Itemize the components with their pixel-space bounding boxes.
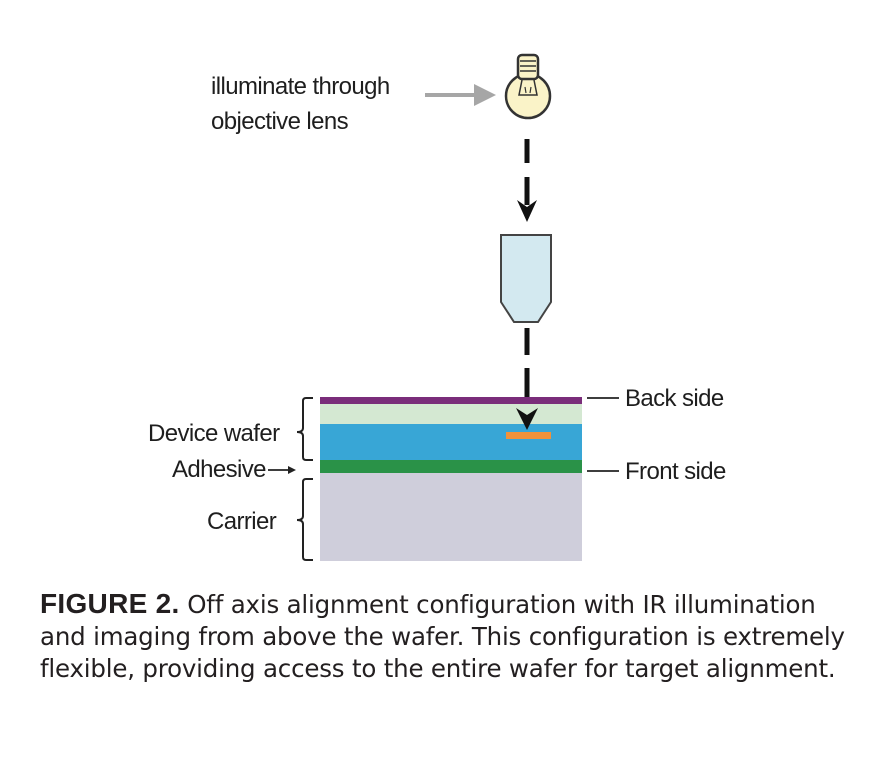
device-wafer-label: Device wafer: [148, 420, 280, 447]
carrier-layer: [320, 473, 582, 561]
light-path-arrow-upper: [517, 139, 537, 222]
caption-text: Off axis alignment configuration with IR…: [40, 590, 845, 683]
front-side-label: Front side: [625, 458, 726, 485]
adhesive-layer: [320, 460, 582, 473]
adhesive-arrow-icon: [268, 466, 296, 474]
objective-lens: [500, 234, 552, 323]
device-top-layer: [320, 404, 582, 424]
light-bulb-icon: [504, 53, 552, 120]
back-side-layer: [320, 397, 582, 404]
back-side-label: Back side: [625, 385, 724, 412]
illumination-label-line1: illuminate through: [211, 73, 390, 100]
figure-caption: FIGURE 2. Off axis alignment configurati…: [40, 588, 860, 685]
device-wafer-brace: [296, 397, 313, 461]
carrier-label: Carrier: [207, 508, 277, 535]
carrier-brace: [296, 478, 313, 561]
diagram: illuminate through objective lens: [148, 53, 727, 561]
device-main-layer: [320, 424, 582, 460]
adhesive-label: Adhesive: [172, 456, 266, 483]
alignment-target: [506, 432, 551, 439]
figure-number: FIGURE 2.: [40, 588, 180, 619]
illumination-label-line2: objective lens: [211, 108, 349, 135]
gray-arrow-icon: [425, 84, 496, 106]
